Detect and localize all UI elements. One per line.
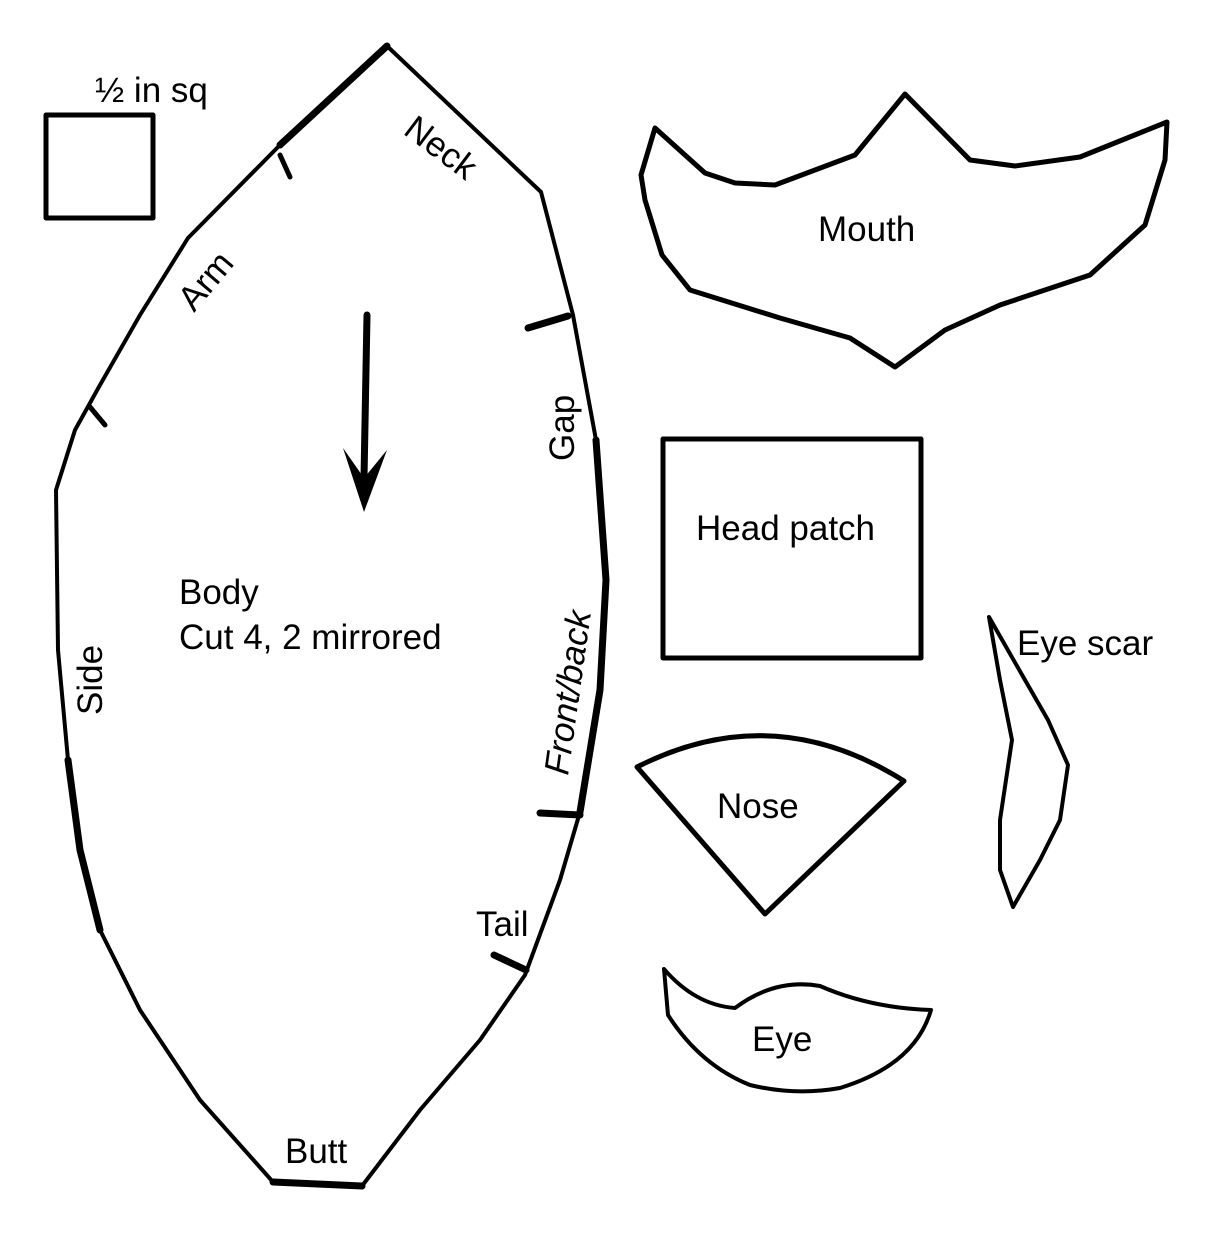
edge-label-tail: Tail [476, 905, 529, 944]
eye-scar-piece: Eye scar [987, 615, 1153, 909]
edge-label-arm: Arm [170, 244, 241, 318]
mouth-piece: Mouth [638, 91, 1170, 370]
nose-label: Nose [717, 787, 799, 826]
edge-label-gap: Gap [543, 395, 582, 461]
front-back-edge-emphasis [576, 436, 610, 816]
edge-label-butt: Butt [285, 1132, 348, 1171]
nose-outline [634, 733, 907, 917]
neck-edge-emphasis [276, 42, 391, 149]
scale-square [43, 112, 156, 221]
mouth-label: Mouth [818, 210, 915, 249]
grain-line-shaft [360, 311, 371, 482]
body-instructions: Cut 4, 2 mirrored [179, 618, 442, 657]
notch-neck-arm [277, 152, 293, 180]
side-edge-emphasis [64, 756, 104, 934]
notch-gap-top [524, 312, 572, 332]
butt-edge-emphasis [269, 1178, 366, 1190]
eye-outline [662, 967, 933, 1094]
head-patch-piece: Head patch [660, 436, 924, 661]
nose-piece: Nose [634, 733, 907, 917]
body-title: Body [179, 573, 259, 612]
grain-line-arrowhead [343, 448, 387, 512]
eye-label: Eye [752, 1020, 812, 1059]
notch-tail [490, 951, 530, 974]
eye-scar-outline [987, 615, 1070, 909]
eye-piece: Eye [662, 967, 933, 1094]
eye-scar-label: Eye scar [1017, 624, 1153, 663]
grain-line-arrow [343, 311, 387, 512]
notch-arm-side [87, 404, 108, 428]
head-patch-label: Head patch [696, 509, 875, 548]
notch-front-back-bottom [536, 809, 584, 819]
scale-label: ½ in sq [95, 71, 208, 110]
edge-label-side: Side [71, 645, 110, 715]
edge-label-neck: Neck [397, 108, 485, 187]
head-patch-outline [660, 436, 924, 661]
mouth-outline [638, 91, 1170, 370]
scale-reference: ½ in sq [43, 71, 208, 221]
